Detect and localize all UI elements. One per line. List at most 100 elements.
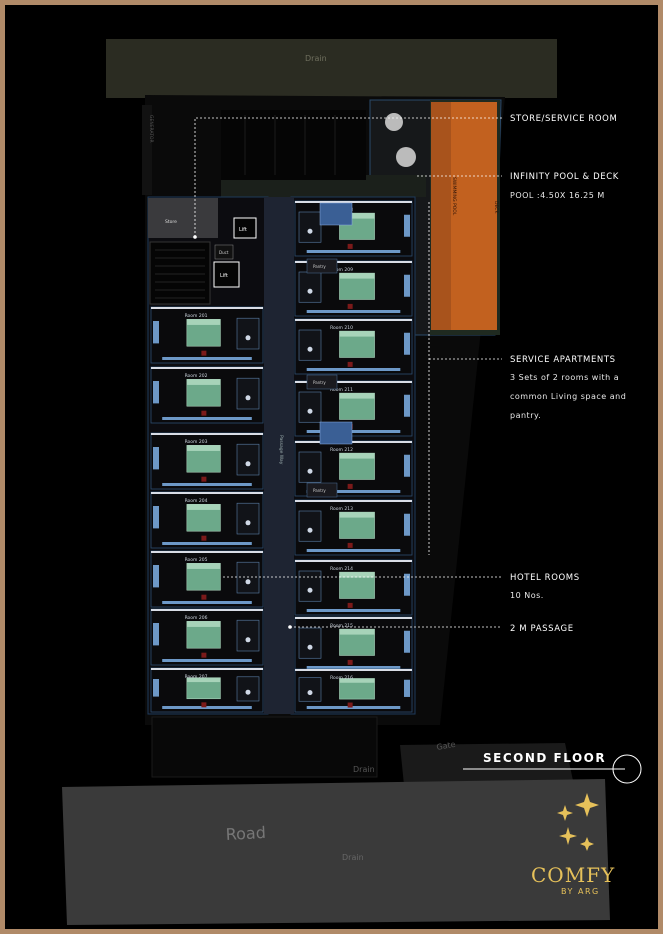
deck-label: DECK: [493, 201, 499, 214]
pillow: [339, 512, 375, 518]
chair: [201, 702, 207, 708]
wardrobe: [153, 381, 159, 404]
swimming-pool-label: SWIMMING POOL: [451, 177, 457, 216]
road-label: Road: [225, 823, 266, 844]
lift-2: [213, 261, 240, 288]
bathroom: [298, 211, 322, 243]
pillow: [186, 319, 221, 325]
room: Room 206: [150, 608, 264, 666]
room-wall: [295, 261, 412, 263]
pillow: [339, 393, 375, 399]
room: Room 204: [150, 491, 264, 549]
pantry: Pantry: [306, 258, 338, 274]
stair-treads: [155, 249, 205, 299]
room-wall: [151, 307, 263, 309]
room: Room 214: [294, 559, 413, 616]
chair: [347, 243, 353, 249]
duct-label: Duct: [219, 250, 229, 255]
bathroom: [236, 561, 260, 594]
wardrobe: [153, 565, 159, 588]
room-wall: [295, 560, 412, 562]
room: Room 213: [294, 499, 413, 556]
drain-bottom-label: Drain: [353, 765, 375, 774]
floor-title: SECOND FLOOR: [483, 751, 607, 765]
room-label: Room 205: [185, 557, 208, 563]
chair: [347, 659, 353, 665]
chair: [347, 702, 353, 708]
wc: [245, 395, 251, 401]
wc: [245, 637, 251, 643]
desk: [162, 483, 252, 486]
desk: [162, 542, 252, 545]
bathroom: [298, 451, 322, 483]
room-label: Room 203: [185, 439, 208, 445]
wc: [307, 288, 313, 294]
annotation-pool-title: INFINITY POOL & DECK: [510, 172, 619, 182]
duct: [214, 244, 234, 260]
wc: [307, 690, 313, 696]
pillow: [339, 678, 375, 683]
room: Room 211: [294, 380, 413, 437]
chair: [347, 602, 353, 608]
room: Room 208: [294, 200, 413, 257]
bathroom: [298, 677, 322, 702]
wardrobe: [153, 447, 159, 470]
leader-lines: [194, 117, 502, 628]
room-label: Room 213: [330, 506, 353, 512]
desk: [306, 490, 401, 493]
wc: [307, 468, 313, 474]
passage-label: Passage Way: [278, 435, 284, 465]
living-sofa: [319, 202, 353, 226]
annotation-hotel-count: 10 Nos.: [510, 591, 544, 600]
pantry-counter: [306, 482, 338, 498]
room-wall: [151, 609, 263, 611]
pillow: [186, 563, 221, 569]
room-wall: [151, 668, 263, 670]
room-label: Room 206: [185, 615, 208, 621]
room-label: Room 207: [185, 674, 208, 680]
bathroom: [298, 570, 322, 602]
wc: [307, 408, 313, 414]
annotation-service-desc-1: 3 Sets of 2 rooms with a: [510, 373, 620, 382]
generator-strip: [142, 105, 152, 195]
wardrobe: [404, 630, 410, 653]
chair: [201, 350, 207, 356]
pantry-label: Pantry: [313, 380, 326, 385]
desk: [306, 368, 401, 371]
pillow: [339, 453, 375, 459]
room-wall: [295, 617, 412, 619]
drain-top-label: Drain: [305, 54, 327, 63]
bathroom: [236, 443, 260, 476]
room-label: Room 215: [330, 623, 353, 629]
annotation-service-desc-3: pantry.: [510, 411, 542, 420]
room-wall: [295, 500, 412, 502]
desk: [306, 549, 401, 552]
desk: [162, 357, 252, 360]
store-room: [148, 198, 218, 238]
wardrobe: [404, 513, 410, 536]
wardrobe: [404, 394, 410, 417]
chair: [347, 542, 353, 548]
drain-road-label: Drain: [342, 853, 364, 862]
room: Room 205: [150, 550, 264, 608]
bathroom: [298, 329, 322, 361]
bathroom: [236, 317, 260, 350]
chair: [201, 410, 207, 416]
wc: [307, 228, 313, 234]
wc: [245, 461, 251, 467]
upper-corridor: [221, 175, 426, 197]
pillow: [339, 629, 375, 635]
swimming-pool: [451, 102, 497, 330]
room: Room 216: [294, 668, 413, 713]
generator-label: GENERATOR: [148, 115, 154, 143]
room-label: Room 210: [330, 325, 353, 331]
annotation-service-title: SERVICE APARTMENTS: [510, 355, 616, 365]
brand-name: COMFY: [531, 863, 616, 887]
wardrobe: [404, 214, 410, 237]
brand-stars-icon: [557, 793, 599, 851]
wardrobe: [153, 321, 159, 344]
bathroom: [298, 391, 322, 423]
bathroom: [298, 271, 322, 303]
wardrobe: [153, 679, 159, 697]
entrance-bay: [151, 716, 378, 778]
